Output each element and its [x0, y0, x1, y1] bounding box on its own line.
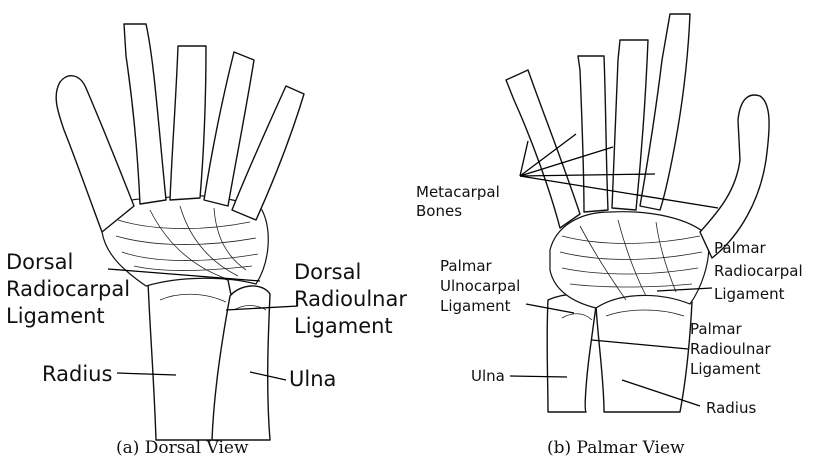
- dorsal-ulna-label: Ulna: [289, 367, 336, 391]
- dorsal-view-caption: (a) Dorsal View: [116, 438, 249, 458]
- palmar-radius-label: Radius: [706, 399, 756, 417]
- palmar-ulnocarpal-label: Palmar Ulnocarpal Ligament: [440, 257, 525, 315]
- palmar-little-finger: [506, 70, 580, 228]
- dorsal-index-finger: [124, 24, 166, 204]
- dorsal-radioulnar-label: Dorsal Radioulnar Ligament: [294, 260, 414, 338]
- palmar-ring-finger: [578, 56, 608, 212]
- dorsal-middle-finger: [170, 46, 206, 200]
- palmar-view-caption: (b) Palmar View: [547, 438, 685, 458]
- palmar-middle-finger: [612, 40, 648, 210]
- palmar-radioulnar-label: Palmar Radioulnar Ligament: [690, 320, 775, 378]
- palmar-ulna-label: Ulna: [471, 367, 505, 385]
- metacarpal-bones-label: Metacarpal Bones: [416, 183, 505, 220]
- dorsal-thumb: [56, 76, 134, 232]
- dorsal-radius-label: Radius: [42, 362, 112, 386]
- dorsal-view-panel: Dorsal Radiocarpal Ligament Dorsal Radio…: [6, 24, 414, 458]
- palmar-thumb: [700, 95, 769, 258]
- palmar-radiocarpal-label: Palmar Radiocarpal Ligament: [714, 239, 807, 303]
- palmar-view-panel: Metacarpal Bones Palmar Ulnocarpal Ligam…: [416, 14, 807, 458]
- palmar-radius-bone: [596, 293, 692, 412]
